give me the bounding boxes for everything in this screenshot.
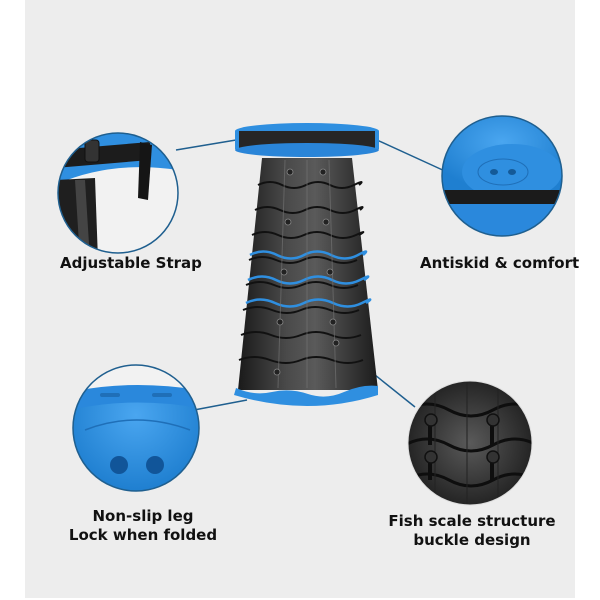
antiskid-label: Antiskid & comfort [420,254,580,272]
fish-scale-line2: buckle design [413,531,531,549]
base-underside-detail [72,364,200,492]
stool-body [234,123,379,406]
non-slip-leg-label: Non-slip leg Lock when folded [58,507,228,545]
seat-top-detail [441,115,563,237]
adjustable-strap-label: Adjustable Strap [60,254,202,272]
stool-base [234,385,378,406]
non-slip-leg-line2: Lock when folded [68,526,218,544]
fish-scale-label: Fish scale structure buckle design [382,512,562,550]
fish-scale-line1: Fish scale structure [388,512,556,530]
fish-scale-texture-detail [407,380,533,506]
non-slip-leg-line1: Non-slip leg [92,507,194,525]
strap-buckle-detail [57,132,179,254]
